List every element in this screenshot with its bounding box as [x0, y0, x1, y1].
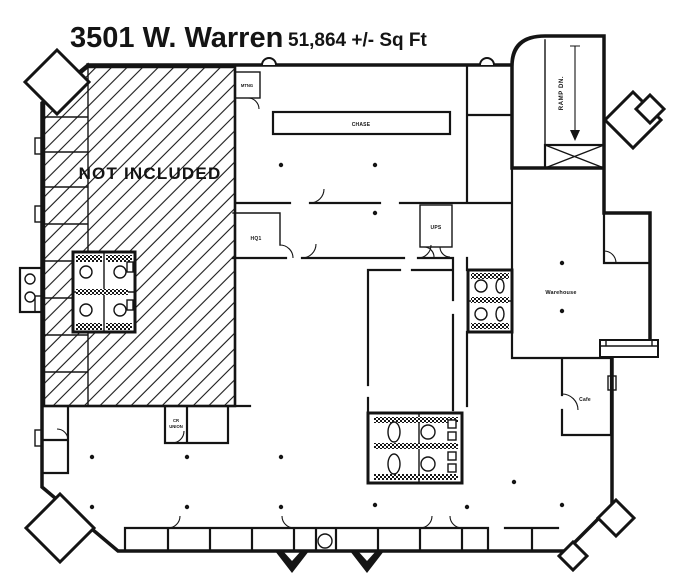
- ups-room: [419, 204, 453, 248]
- not-included-label: NOT INCLUDED: [79, 164, 222, 183]
- vestibule-bottom-small: [556, 539, 590, 573]
- hq1-room: [232, 212, 281, 246]
- entrance-arrow-right: [350, 551, 384, 573]
- warehouse-label: Warehouse: [545, 290, 576, 296]
- entrance-arrows: [275, 533, 384, 573]
- interior-walls: [40, 39, 652, 553]
- cafe-label: Cafe: [579, 397, 591, 403]
- square-footage: 51,864 +/- Sq Ft: [288, 30, 428, 51]
- room-labels: MTNG CHASE HQ1 UPS Warehouse CR UNION Ca…: [169, 83, 591, 429]
- vestibule-top-left: [22, 47, 92, 117]
- entry-arrow-diamond: [602, 89, 667, 151]
- corner-vestibules: [22, 47, 667, 573]
- ramp-label: RAMP DN.: [559, 76, 565, 110]
- cr-union-label-line1: CR: [173, 418, 179, 423]
- chase-label: CHASE: [352, 122, 371, 128]
- mtng-label: MTNG: [241, 83, 253, 88]
- plan-title: 3501 W. Warren: [70, 22, 283, 54]
- ramp-arrow-head: [570, 130, 580, 141]
- loading-dock: [599, 339, 659, 358]
- ramp-down: RAMP DN.: [543, 45, 606, 170]
- hq1-label: HQ1: [251, 236, 262, 242]
- door-arcs: [56, 97, 617, 529]
- excluded-area-hatch: NOT INCLUDED: [42, 65, 237, 408]
- column-dots: [89, 162, 565, 510]
- fountain-circle: [317, 533, 333, 549]
- vestibule-bottom-right: [595, 497, 637, 539]
- ramp-crossed-box: [543, 143, 606, 170]
- restroom-core-c: [366, 411, 464, 485]
- entrance-arrow-left: [275, 551, 309, 573]
- title-block: 3501 W. Warren 51,864 +/- Sq Ft: [70, 22, 428, 54]
- vestibule-bottom-left: [23, 491, 97, 565]
- cr-union-label-line2: UNION: [169, 424, 183, 429]
- mtng-room: [234, 71, 261, 99]
- ups-label: UPS: [431, 225, 442, 231]
- restroom-core-a: [18, 250, 137, 334]
- restroom-core-b: [466, 268, 514, 334]
- chase-duct: [271, 110, 452, 136]
